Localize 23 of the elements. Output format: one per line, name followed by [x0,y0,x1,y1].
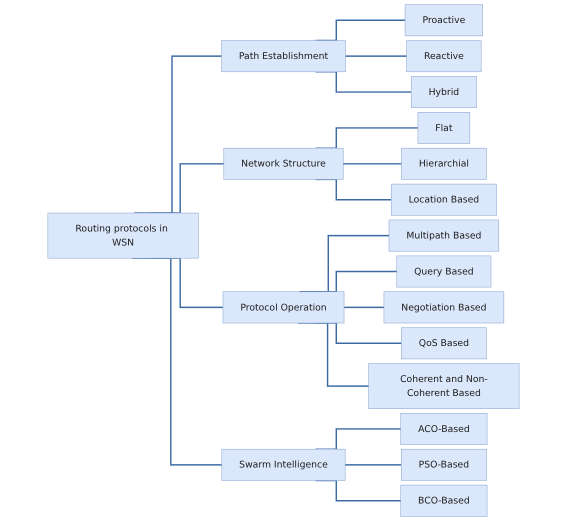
node-box: Location Based [390,184,497,216]
connector [345,464,402,466]
node-box: QoS Based [401,327,487,360]
node-box: Flat [418,112,470,144]
node-box: Protocol Operation [222,291,344,324]
node-box: Proactive [404,4,483,36]
connector [344,306,384,308]
node-box: PSO-Based [401,448,487,481]
node-box: Swarm Intelligence [222,448,346,481]
node-box: Network Structure [224,148,344,180]
connector [345,55,407,57]
node-box: ACO-Based [400,413,488,445]
node-box: Routing protocols in WSN [48,212,199,258]
node-box: Reactive [406,40,482,72]
node-box: Hybrid [410,76,477,108]
node-box: Negotiation Based [384,291,504,324]
node-box: Coherent and Non-Coherent Based [368,363,520,409]
connector [343,163,402,165]
node-box: Multipath Based [388,220,500,252]
node-box: Query Based [396,256,492,288]
node-box: BCO-Based [400,484,488,517]
node-box: Path Establishment [221,40,346,72]
node-box: Hierarchial [401,148,487,180]
